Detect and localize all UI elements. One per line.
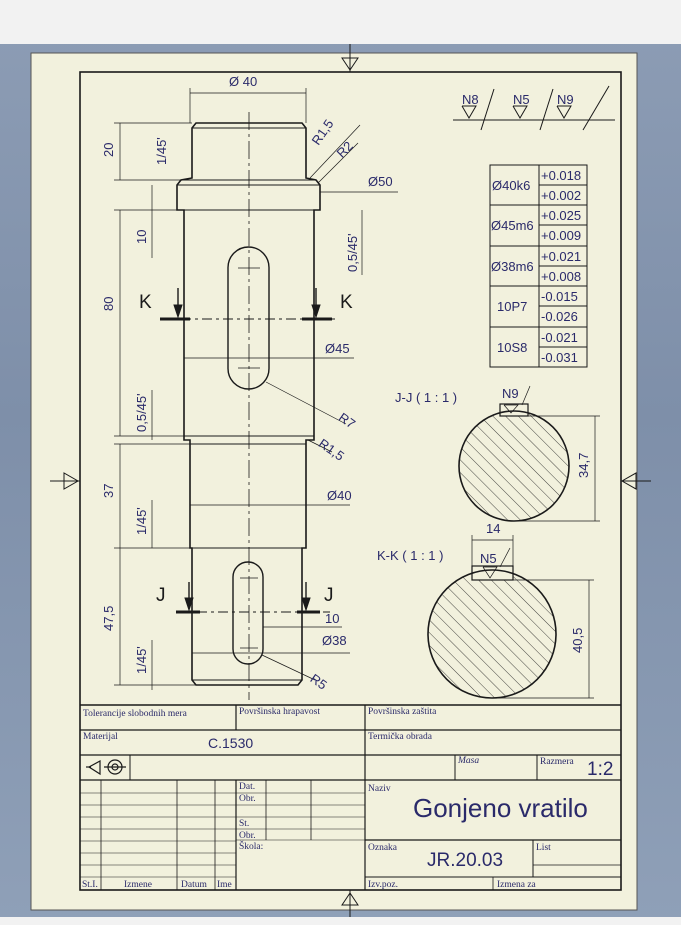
label-tolerancije: Tolerancije slobodnih mera xyxy=(83,709,188,719)
section-mark-k-right: K xyxy=(340,292,353,313)
section-line-j xyxy=(176,582,330,614)
dim-chamfer-bottom: 1/45' xyxy=(134,646,149,674)
section-line-k xyxy=(160,288,335,321)
dim-chamfer-mid: 1/45' xyxy=(134,507,149,535)
tolerance-upper: -0.021 xyxy=(541,330,578,345)
dim-chamfer-right: 0,5/45' xyxy=(345,233,360,272)
surface-finish-symbols xyxy=(453,85,615,131)
label-razmera: Razmera xyxy=(540,757,575,767)
viewer-top-bar xyxy=(0,0,681,44)
section-jj-depth: 34,7 xyxy=(576,453,591,478)
dim-length-20: 20 xyxy=(101,143,116,157)
label-izmena-za: Izmena za xyxy=(497,880,537,890)
centering-mark-top xyxy=(341,44,359,72)
material-value: C.1530 xyxy=(208,735,253,751)
drawing-number: JR.20.03 xyxy=(427,850,503,871)
section-jj-label: J-J ( 1 : 1 ) xyxy=(395,390,457,405)
finish-n8-label: N8 xyxy=(462,92,479,107)
centering-mark-bottom xyxy=(341,890,359,917)
label-povrsinska-zastita: Površinska zaštita xyxy=(368,707,437,717)
dim-d38: Ø38 xyxy=(322,633,347,648)
scale-value: 1:2 xyxy=(587,759,613,780)
label-masa: Masa xyxy=(457,756,479,766)
drawing-title: Gonjeno vratilo xyxy=(413,793,588,823)
tolerance-upper: +0.018 xyxy=(541,168,581,183)
dim-length-47-5: 47,5 xyxy=(101,606,116,631)
viewer-bottom-bar xyxy=(0,917,681,925)
dim-d40-mid: Ø40 xyxy=(327,488,352,503)
section-jj-finish: N9 xyxy=(502,386,519,401)
section-kk-depth: 40,5 xyxy=(570,628,585,653)
tolerance-row: Ø45m6 +0.025 +0.009 xyxy=(491,208,581,243)
tolerance-fit: Ø45m6 xyxy=(491,218,534,233)
tolerance-upper: +0.025 xyxy=(541,208,581,223)
finish-n9-label: N9 xyxy=(557,92,574,107)
dim-d50: Ø50 xyxy=(368,174,393,189)
section-jj-view xyxy=(458,385,600,522)
tolerance-fit: Ø38m6 xyxy=(491,259,534,274)
label-obr-2: Obr. xyxy=(239,831,256,841)
label-materijal: Materijal xyxy=(83,732,118,742)
tolerance-fit: 10P7 xyxy=(497,299,527,314)
section-kk-width: 14 xyxy=(486,521,500,536)
label-termicka-obrada: Termička obrada xyxy=(368,732,433,742)
tolerance-lower: -0.026 xyxy=(541,309,578,324)
dim-chamfer-top: 1/45' xyxy=(154,137,169,165)
label-st-i: St.I. xyxy=(82,880,98,890)
section-kk-label: K-K ( 1 : 1 ) xyxy=(377,548,443,563)
label-oznaka: Oznaka xyxy=(368,843,398,853)
keyway-k xyxy=(227,246,270,390)
label-dat: Dat. xyxy=(239,782,255,792)
tolerance-upper: +0.021 xyxy=(541,249,581,264)
label-obr-1: Obr. xyxy=(239,794,256,804)
label-ime: Ime xyxy=(217,880,232,890)
section-kk-finish: N5 xyxy=(480,551,497,566)
keyway-j xyxy=(232,561,264,665)
tolerance-fit: Ø40k6 xyxy=(492,178,530,193)
label-izv-poz: Izv.poz. xyxy=(368,880,398,890)
section-kk-view xyxy=(427,535,594,699)
dim-length-80: 80 xyxy=(101,297,116,311)
tolerance-upper: -0.015 xyxy=(541,289,578,304)
label-datum: Datum xyxy=(181,880,207,890)
dim-chamfer-left: 0,5/45' xyxy=(134,393,149,432)
finish-n5-label: N5 xyxy=(513,92,530,107)
tolerance-row: Ø40k6 +0.018 +0.002 xyxy=(492,168,581,203)
tolerance-row: 10S8 -0.021 -0.031 xyxy=(497,330,578,365)
dim-length-10: 10 xyxy=(134,230,149,244)
dim-d45: Ø45 xyxy=(325,341,350,356)
label-izmene: Izmene xyxy=(124,880,152,890)
dim-d40-top: Ø 40 xyxy=(229,74,257,89)
label-povrsinska-hrapavost: Površinska hrapavost xyxy=(239,707,320,717)
title-block-grid xyxy=(80,704,621,890)
section-mark-k-left: K xyxy=(139,292,152,313)
tolerance-lower: +0.008 xyxy=(541,269,581,284)
projection-symbol-icon xyxy=(86,759,126,776)
tolerance-lower: -0.031 xyxy=(541,350,578,365)
dimension-lines xyxy=(114,88,398,690)
dim-length-37: 37 xyxy=(101,484,116,498)
keyway-center-marks xyxy=(238,267,260,649)
tolerance-lower: +0.009 xyxy=(541,228,581,243)
centering-mark-left xyxy=(50,472,80,490)
tolerance-fit: 10S8 xyxy=(497,340,527,355)
label-naziv: Naziv xyxy=(368,784,391,794)
tolerance-row: 10P7 -0.015 -0.026 xyxy=(497,289,578,324)
section-mark-j-left: J xyxy=(156,585,166,606)
section-mark-j-right: J xyxy=(324,585,334,606)
label-skola: Škola: xyxy=(239,840,263,852)
label-list: List xyxy=(536,843,551,853)
dim-keyway-width-10: 10 xyxy=(325,611,339,626)
tolerance-lower: +0.002 xyxy=(541,188,581,203)
tolerance-table xyxy=(489,164,588,368)
tolerance-row: Ø38m6 +0.021 +0.008 xyxy=(491,249,581,284)
label-st: St. xyxy=(239,819,249,829)
centering-mark-right xyxy=(620,472,651,490)
